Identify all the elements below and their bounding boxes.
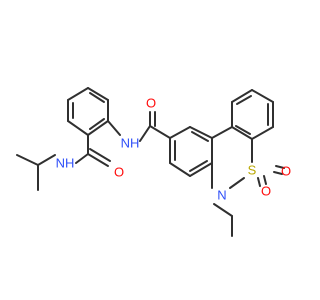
bond-ring-left-inner-3 <box>89 118 105 130</box>
bond-ring-mid-4 <box>189 162 213 177</box>
bond-ring-left-1 <box>67 120 89 136</box>
amide-center-nh-label: NH <box>121 136 140 151</box>
bond-center-nh-to-carbonyl <box>139 125 151 142</box>
bond-so-2b <box>273 171 283 175</box>
bond-ring-mid-1 <box>169 126 191 139</box>
sulfonyl-oxygen-2-label: O <box>281 164 291 179</box>
bond-ring-mid-2 <box>189 126 213 139</box>
bond-ring-to-center-nh <box>107 120 121 136</box>
bond-ring-right-2 <box>231 89 253 103</box>
atom-labels: O NH NH O S O O N <box>56 96 291 203</box>
bond-ring-mid-inner-2 <box>189 160 208 172</box>
amide-left-nh-label: NH <box>56 156 75 171</box>
molecule-structure: O NH NH O S O O N <box>16 87 291 237</box>
bond-isopropyl-methyl-1 <box>16 154 39 166</box>
bond-ring-mid-5 <box>169 162 191 177</box>
sulfonyl-sulfur-label: S <box>248 163 257 178</box>
ring-nitrogen-label: N <box>217 188 226 203</box>
bond-isopropyl-ch-n <box>37 154 56 166</box>
bond-ring-right-5 <box>251 126 274 140</box>
bond-so-1b <box>257 177 261 187</box>
bond-ring-right-3 <box>251 89 274 103</box>
bond-so-1a <box>263 175 267 185</box>
bond-ring-left-6 <box>87 120 109 136</box>
amide-left-oxygen-label: O <box>114 165 124 180</box>
bond-center-carbonyl-to-ring <box>149 125 171 139</box>
bond-ring-right-inner-3 <box>235 125 251 135</box>
bond-ring-right-inner-1 <box>236 95 252 105</box>
bond-ring-left-4 <box>87 87 109 101</box>
bonds <box>16 87 285 237</box>
bond-ring-left-3 <box>67 87 89 101</box>
bond-n-ethyl-1 <box>213 203 233 217</box>
bond-sulfur-to-nitrogen <box>229 177 245 189</box>
bond-carbonyl-left-double-1 <box>87 153 109 167</box>
bond-ring-mid-inner-1 <box>191 131 209 142</box>
bond-ring-left-inner-2 <box>89 92 105 103</box>
bond-ring-right-6 <box>231 126 253 140</box>
amide-center-oxygen-label: O <box>146 96 156 111</box>
bond-biaryl <box>211 126 233 139</box>
bond-n-carbonyl-left <box>75 153 89 164</box>
sulfonyl-oxygen-1-label: O <box>261 184 271 199</box>
bond-so-2a <box>275 165 285 169</box>
bond-carbonyl-left-double-2 <box>89 148 111 162</box>
